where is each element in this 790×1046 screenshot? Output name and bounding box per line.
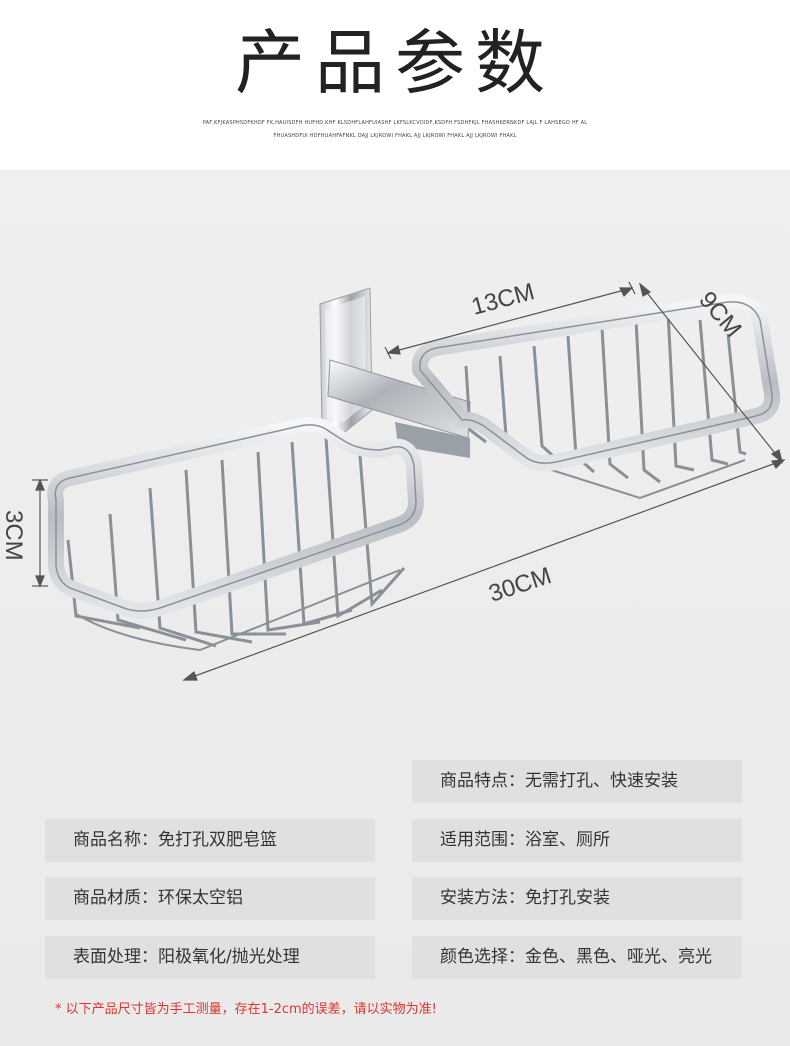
left-basket-wires bbox=[66, 437, 406, 652]
spec-colors: 颜色选择：金色、黑色、哑光、亮光 bbox=[412, 936, 742, 979]
spec-scope-text: 适用范围：浴室、厕所 bbox=[440, 830, 610, 850]
decorative-subtitle-line-2: FHUASHDFUI HDFHUAHFAFNKL DAJJ LKJROWI FH… bbox=[273, 133, 517, 139]
spec-surface: 表面处理：阳极氧化/抛光处理 bbox=[45, 936, 375, 979]
spec-surface-text: 表面处理：阳极氧化/抛光处理 bbox=[73, 947, 300, 967]
page-header: 产品参数 PAF,KFJKASPHSDFKHDF FK,HAUISDFH HUF… bbox=[0, 0, 790, 170]
connector-bar bbox=[327, 359, 471, 458]
dimension-lines bbox=[32, 281, 786, 681]
dimension-length-total: 30CM bbox=[486, 562, 555, 607]
dimension-length-small: 13CM bbox=[469, 278, 538, 321]
product-stage: 13CM 9CM 3CM 30CM 商品特点：无需打孔、快速安装 商品名称：免打… bbox=[0, 170, 790, 1046]
spec-name-text: 商品名称：免打孔双肥皂篮 bbox=[73, 830, 277, 850]
dimension-height: 3CM bbox=[0, 510, 27, 561]
spec-name: 商品名称：免打孔双肥皂篮 bbox=[45, 819, 375, 862]
spec-scope: 适用范围：浴室、厕所 bbox=[412, 819, 742, 862]
spec-install: 安装方法：免打孔安装 bbox=[412, 877, 742, 920]
spec-material-text: 商品材质：环保太空铝 bbox=[73, 888, 243, 908]
wall-mount-plate bbox=[319, 287, 373, 433]
spec-material: 商品材质：环保太空铝 bbox=[45, 877, 375, 920]
spec-colors-text: 颜色选择：金色、黑色、哑光、亮光 bbox=[440, 947, 712, 967]
product-illustration: 13CM 9CM 3CM 30CM bbox=[0, 278, 786, 681]
measurement-note: * 以下产品尺寸皆为手工测量，存在1-2cm的误差，请以实物为准! bbox=[55, 1002, 437, 1017]
spec-features-text: 商品特点：无需打孔、快速安装 bbox=[440, 771, 678, 791]
left-basket-frame bbox=[47, 416, 424, 619]
spec-install-text: 安装方法：免打孔安装 bbox=[440, 888, 610, 908]
page-title: 产品参数 bbox=[235, 22, 555, 104]
decorative-subtitle-line-1: PAF,KFJKASPHSDFKHDF FK,HAUISDFH HUFHD,KH… bbox=[202, 120, 588, 126]
spec-features: 商品特点：无需打孔、快速安装 bbox=[412, 760, 742, 803]
right-basket-frame bbox=[411, 293, 781, 472]
